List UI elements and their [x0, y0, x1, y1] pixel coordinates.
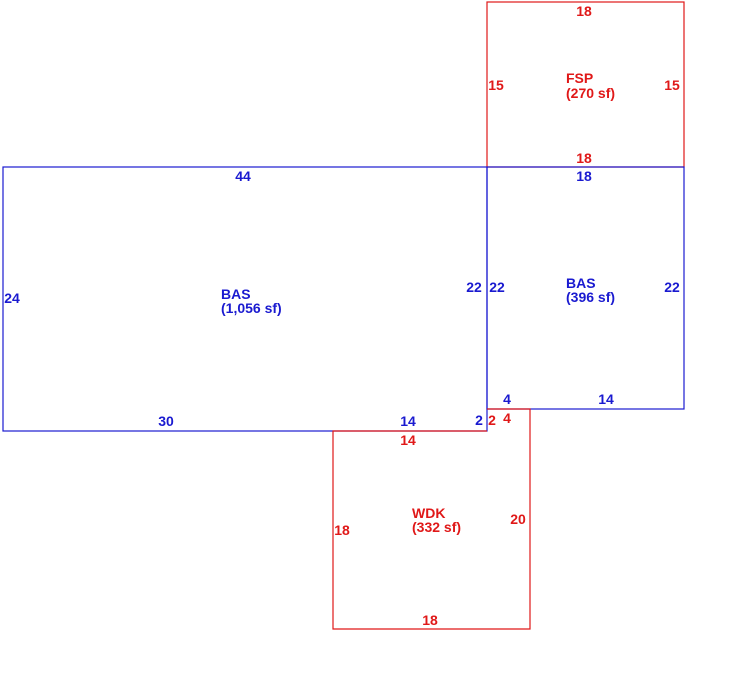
- bas-small-area: 18 22 22 4 14 BAS (396 sf): [486, 166, 685, 410]
- bas-main-area: 44 24 22 30 14 2 BAS (1,056 sf): [2, 166, 488, 432]
- wdk-step-vertical-dimension: 2: [488, 412, 496, 428]
- bas-main-bottom-left-dimension: 30: [158, 413, 174, 429]
- bas-small-bottom-step-dimension: 4: [503, 391, 511, 407]
- wdk-code-label: WDK: [412, 505, 445, 521]
- bas-main-right-dimension: 22: [466, 279, 482, 295]
- bas-main-area-label: (1,056 sf): [221, 300, 282, 316]
- wdk-outline: [332, 408, 531, 630]
- wdk-left-dimension: 18: [334, 522, 350, 538]
- fsp-area-label: (270 sf): [566, 85, 615, 101]
- wdk-bottom-dimension: 18: [422, 612, 438, 628]
- fsp-area: 18 15 15 18 FSP (270 sf): [486, 1, 685, 168]
- wdk-area-label: (332 sf): [412, 519, 461, 535]
- fsp-code-label: FSP: [566, 70, 593, 86]
- bas-small-code-label: BAS: [566, 275, 596, 291]
- fsp-top-dimension: 18: [576, 3, 592, 19]
- bas-main-code-label: BAS: [221, 286, 251, 302]
- bas-small-area-label: (396 sf): [566, 289, 615, 305]
- bas-main-left-dimension: 24: [4, 290, 20, 306]
- fsp-left-dimension: 15: [488, 77, 504, 93]
- fsp-right-dimension: 15: [664, 77, 680, 93]
- bas-small-top-dimension: 18: [576, 168, 592, 184]
- bas-small-left-dimension: 22: [489, 279, 505, 295]
- bas-small-bottom-dimension: 14: [598, 391, 614, 407]
- bas-main-step-dimension: 2: [475, 412, 483, 428]
- bas-small-outline: [486, 166, 685, 410]
- wdk-right-dimension: 20: [510, 511, 526, 527]
- wdk-top-dimension: 14: [400, 432, 416, 448]
- bas-small-right-dimension: 22: [664, 279, 680, 295]
- bas-main-top-dimension: 44: [235, 168, 251, 184]
- fsp-bottom-dimension: 18: [576, 150, 592, 166]
- wdk-step-horizontal-dimension: 4: [503, 410, 511, 426]
- bas-main-bottom-right-dimension: 14: [400, 413, 416, 429]
- wdk-area: 14 18 20 18 2 4 WDK (332 sf): [332, 408, 531, 630]
